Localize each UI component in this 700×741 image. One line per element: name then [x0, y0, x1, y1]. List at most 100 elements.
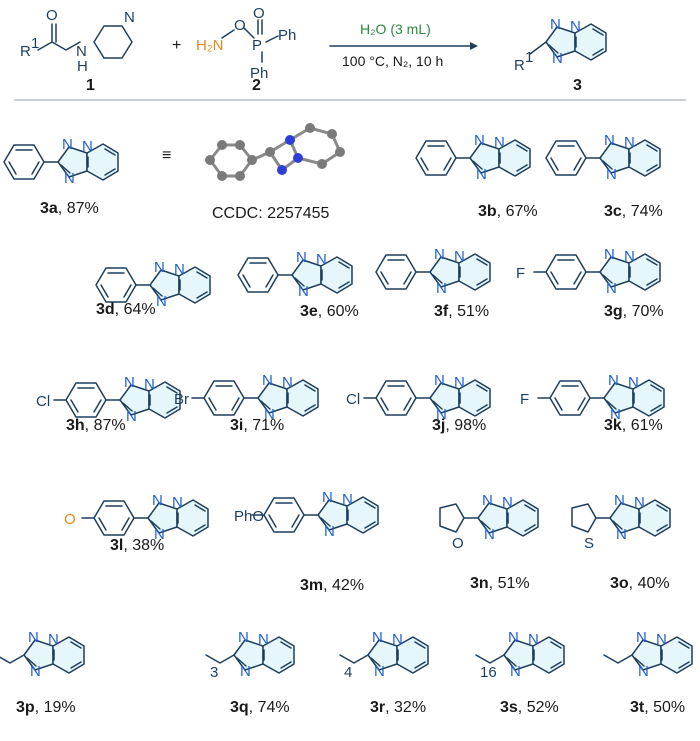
triazolopyridine-core [599, 245, 661, 298]
yield-label: 3i, 71% [230, 417, 284, 434]
aryl-ring [3, 144, 45, 180]
compound-yield: , 71% [243, 417, 284, 434]
triazolopyridine-core [317, 488, 379, 541]
reactant2-ph2: Ph [250, 65, 268, 82]
compound-yield: , 32% [385, 699, 426, 716]
crystal-structure: ≡ CCDC: 2257455 [162, 123, 345, 222]
product-number: 3 [573, 77, 582, 94]
product-3j: Cl [346, 371, 491, 424]
reactant1-r-sup: 1 [31, 35, 39, 52]
yield-label: 3q, 74% [230, 699, 290, 716]
product-3i: Br [174, 371, 319, 424]
substituent-atom: O [64, 511, 76, 528]
yield-label: 3t, 50% [630, 699, 685, 716]
substituent-atom: F [520, 391, 529, 408]
reactant1-n: N [124, 9, 135, 26]
triazolopyridine-core [603, 371, 665, 424]
triazolopyridine-core [257, 371, 319, 424]
triazolopyridine-core [233, 628, 295, 681]
compound-yield: , 52% [518, 699, 559, 716]
compound-yield: , 67% [497, 203, 538, 220]
product-3h: Cl [36, 373, 181, 426]
product-3o: S [571, 491, 671, 552]
product-3a [3, 135, 119, 188]
aryl-ring [375, 254, 417, 290]
reaction-arrow: H₂O (3 mL) 100 °C, N₂, 10 h [329, 21, 478, 69]
compound-yield: , 38% [123, 537, 164, 554]
condition-line2: 100 °C, N₂, 10 h [342, 53, 443, 69]
scheme-product: R 1 3 [514, 15, 607, 94]
yield-label: 3e, 60% [300, 303, 359, 320]
reactant2-o: O [234, 17, 246, 34]
ccdc-label: CCDC: 2257455 [212, 205, 330, 222]
yield-label: 3h, 87% [66, 417, 126, 434]
triazolopyridine-core [429, 371, 491, 424]
products-grid: 3a, 87%3b, 67%3c, 74%3d, 64%3e, 60%3f, 5… [0, 131, 693, 716]
yield-label: 3o, 40% [610, 575, 670, 592]
triazolopyridine-core [477, 491, 539, 544]
chain-subscript: 16 [480, 664, 497, 681]
compound-id: 3q [230, 699, 249, 716]
product-3f [375, 245, 491, 298]
reactant1-nh: N [76, 43, 87, 60]
compound-id: 3e [300, 303, 318, 320]
condition-solvent: H₂O (3 mL) [360, 21, 431, 37]
compound-id: 3l [110, 537, 123, 554]
yield-label: 3l, 38% [110, 537, 164, 554]
substituent-atom: PhO [234, 508, 264, 525]
reactant2-po: O [253, 5, 265, 22]
compound-id: 3d [96, 301, 115, 318]
compound-id: 3n [470, 575, 489, 592]
reactant2-p: P [252, 37, 262, 54]
compound-yield: , 51% [448, 303, 489, 320]
compound-yield: , 98% [445, 417, 486, 434]
scheme-reactant-2: H₂N O P O Ph Ph 2 [196, 5, 296, 94]
compound-yield: , 50% [644, 699, 685, 716]
compound-id: 3k [604, 417, 622, 434]
triazolopyridine-core [429, 245, 491, 298]
compound-yield: , 40% [629, 575, 670, 592]
compound-yield: , 74% [622, 203, 663, 220]
yield-label: 3a, 87% [40, 200, 99, 217]
product-3e [237, 248, 353, 301]
reactant1-r: R [20, 43, 31, 60]
compound-id: 3o [610, 575, 629, 592]
compound-yield: , 87% [58, 200, 99, 217]
triazolopyridine-core [119, 373, 181, 426]
compound-yield: , 61% [622, 417, 663, 434]
product-3m: PhO [234, 488, 379, 541]
reactant2-number: 2 [252, 77, 261, 94]
yield-label: 3g, 70% [604, 303, 664, 320]
substituent-atom: Br [174, 391, 189, 408]
product-3q: 3 [205, 628, 295, 681]
substituent-atom: Cl [36, 393, 50, 410]
triazolopyridine-core [367, 628, 429, 681]
compound-id: 3f [434, 303, 449, 320]
product-r: R [514, 57, 525, 74]
compound-yield: , 87% [85, 417, 126, 434]
aryl-ring [237, 257, 279, 293]
compound-id: 3g [604, 303, 623, 320]
yield-label: 3r, 32% [370, 699, 426, 716]
compound-id: 3h [66, 417, 85, 434]
aryl-ring [415, 140, 457, 176]
yield-label: 3j, 98% [432, 417, 486, 434]
aryl-ring [95, 267, 137, 303]
product-3p [0, 628, 85, 681]
yield-label: 3f, 51% [434, 303, 489, 320]
compound-id: 3i [230, 417, 243, 434]
product-3l: O [64, 491, 209, 544]
product-3n: O [439, 491, 539, 552]
compound-yield: , 42% [323, 577, 364, 594]
compound-yield: , 64% [115, 301, 156, 318]
aryl-ring [545, 140, 587, 176]
product-3k: F [520, 371, 665, 424]
yield-label: 3s, 52% [500, 699, 559, 716]
yield-label: 3p, 19% [16, 699, 76, 716]
aryl-ring [545, 254, 587, 290]
product-3t [603, 628, 693, 681]
compound-id: 3p [16, 699, 35, 716]
compound-yield: , 74% [249, 699, 290, 716]
triazolopyridine-core [503, 628, 565, 681]
aryl-ring [93, 500, 135, 536]
